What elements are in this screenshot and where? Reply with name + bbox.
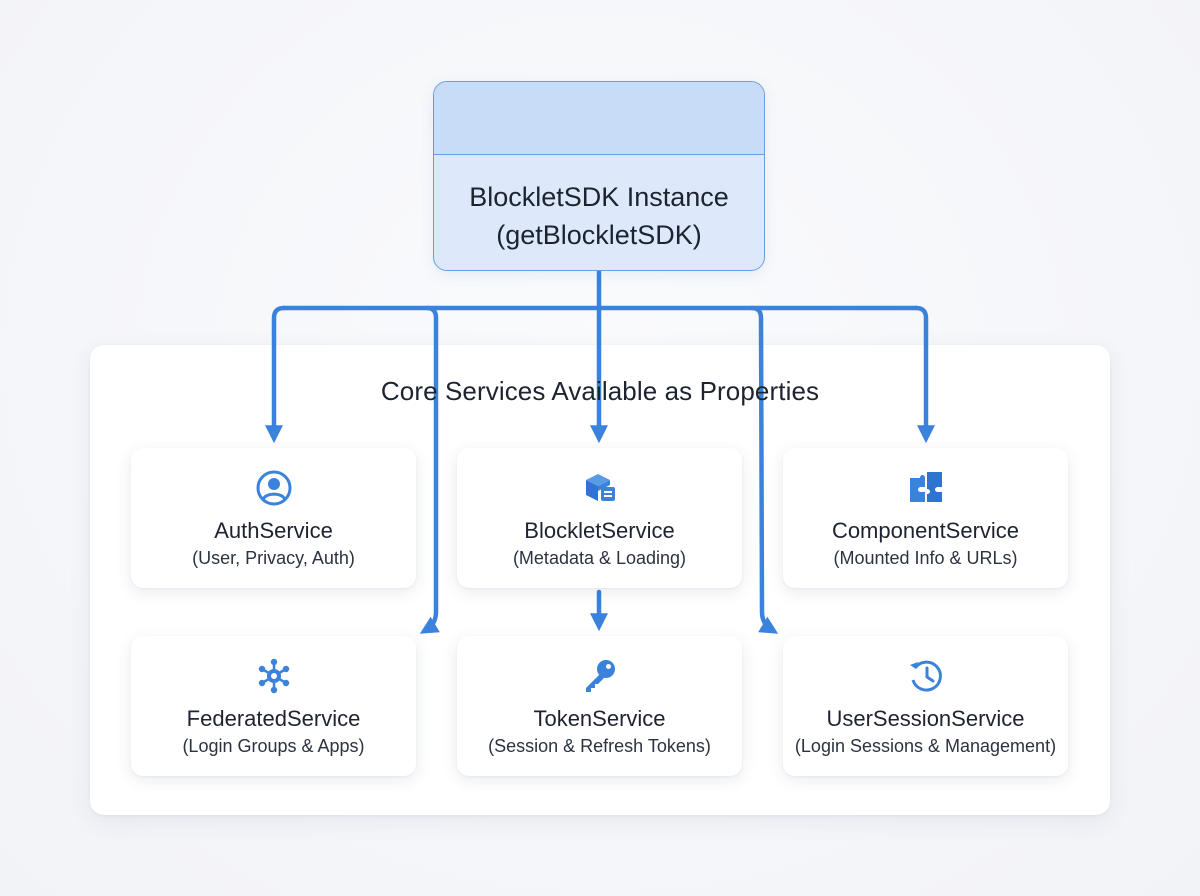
puzzle-icon [909,472,942,502]
connector-federated [419,305,440,634]
blocklet-service-card: BlockletService (Metadata & Loading) [457,448,742,588]
service-description: (Login Groups & Apps) [182,736,365,756]
service-description: (User, Privacy, Auth) [192,548,355,568]
connector-usersession [749,305,779,634]
service-description: (Mounted Info & URLs) [833,548,1018,568]
package-icon [585,474,615,501]
user-session-service-card: UserSessionService (Login Sessions & Man… [783,636,1068,776]
federated-service-card: FederatedService (Login Groups & Apps) [131,636,416,776]
sdk-instance-label: BlockletSDK Instance (getBlockletSDK) [434,178,764,254]
auth-service-card: AuthService (User, Privacy, Auth) [131,448,416,588]
service-name: BlockletService [524,518,675,543]
key-icon [585,660,615,692]
network-hub-icon [258,658,289,694]
sdk-instance-title: BlockletSDK Instance [469,182,729,212]
service-name: FederatedService [186,706,361,731]
service-name: AuthService [214,518,333,543]
service-description: (Login Sessions & Management) [794,736,1057,756]
history-clock-icon [909,660,942,692]
panel-title: Core Services Available as Properties [380,376,820,406]
service-name: ComponentService [831,518,1020,543]
component-service-card: ComponentService (Mounted Info & URLs) [783,448,1068,588]
connector-component [913,305,935,444]
service-name: UserSessionService [826,706,1025,731]
user-circle-icon [256,470,291,506]
sdk-instance-node: BlockletSDK Instance (getBlockletSDK) [433,81,765,271]
connector-auth [265,305,287,444]
service-name: TokenService [533,706,666,731]
sdk-instance-header [434,82,764,155]
token-service-card: TokenService (Session & Refresh Tokens) [457,636,742,776]
sdk-instance-subtitle: (getBlockletSDK) [496,220,702,250]
service-description: (Metadata & Loading) [512,548,687,568]
service-description: (Session & Refresh Tokens) [488,736,711,756]
